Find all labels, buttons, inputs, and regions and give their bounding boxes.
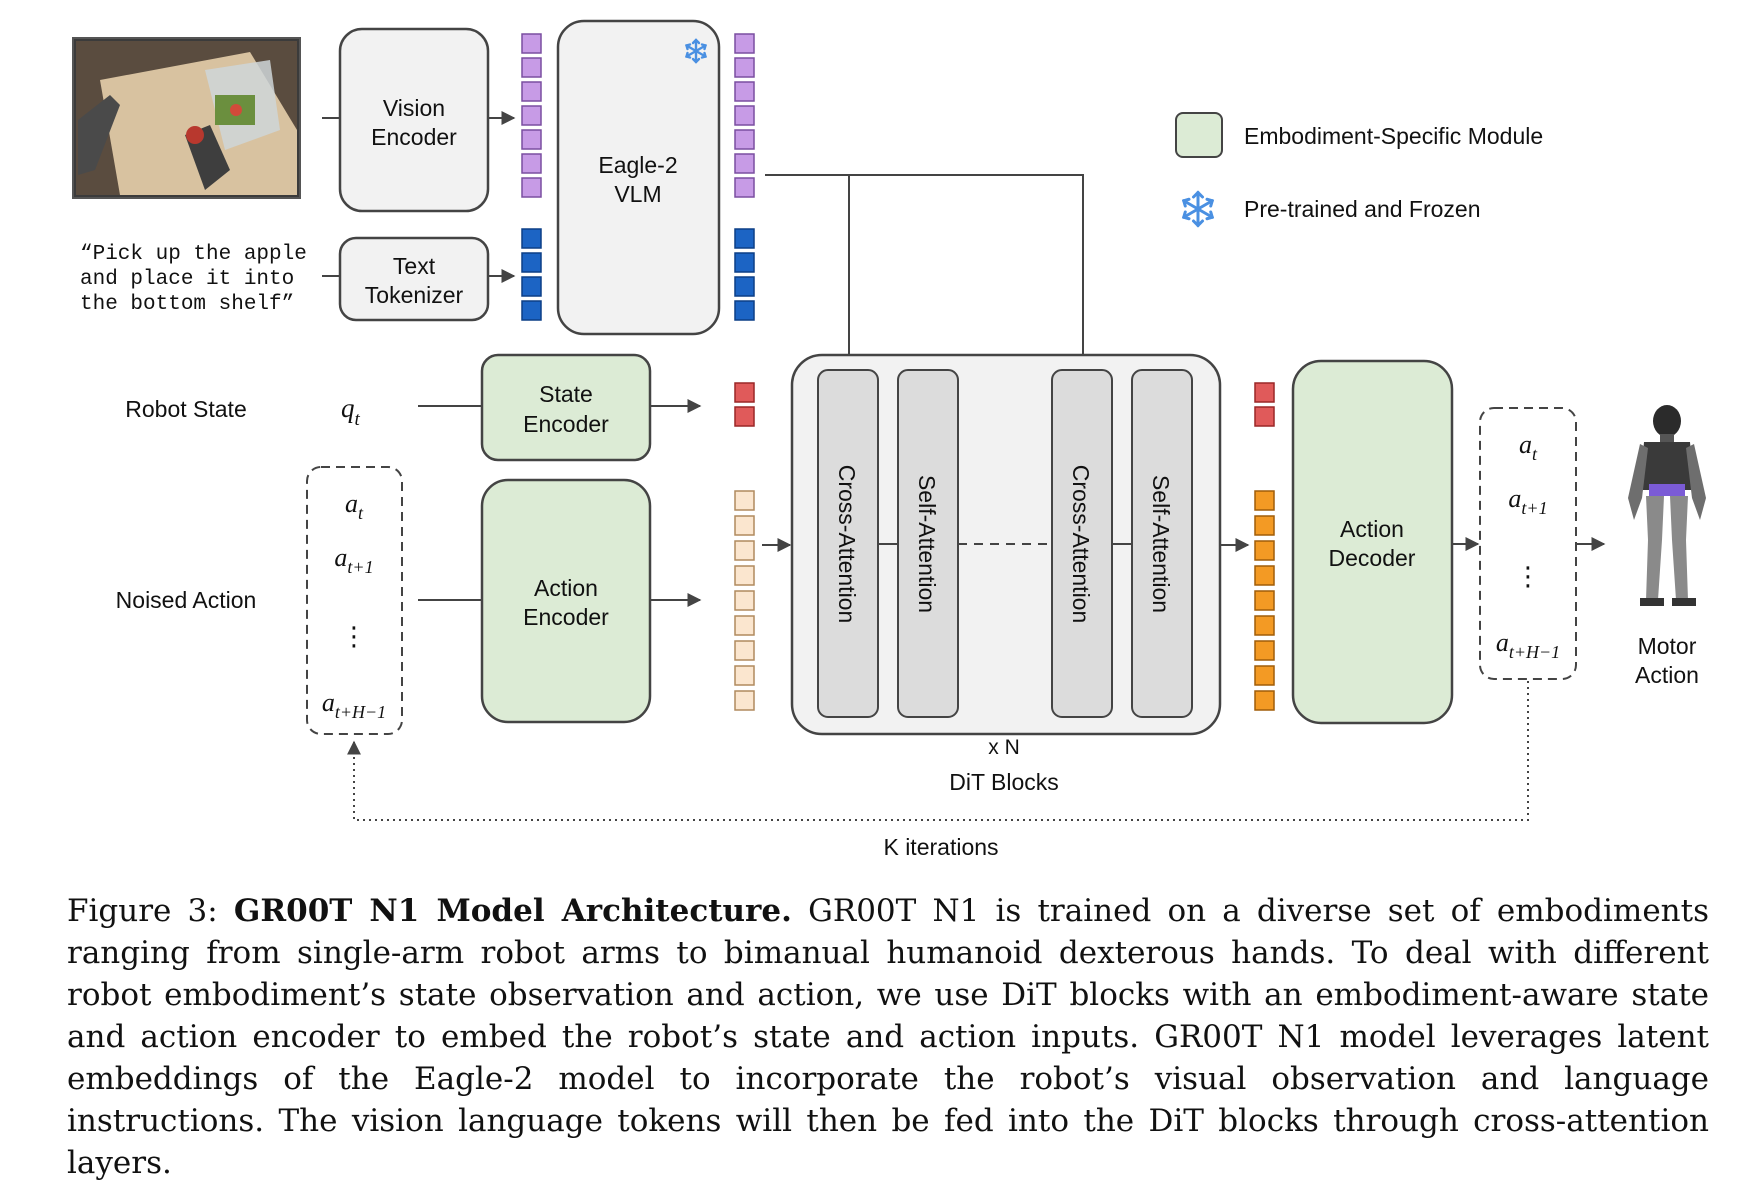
text-tokenizer-label-1: Text	[393, 253, 436, 279]
humanoid-robot-image	[1628, 405, 1706, 606]
action-output-tokens	[1254, 490, 1275, 711]
self-attention-label: Self-Attention	[914, 475, 940, 613]
ellipsis: ⋮	[1515, 561, 1541, 591]
language-instruction: “Pick up the apple and place it into the…	[80, 243, 307, 316]
self-attention-block-1: Self-Attention	[897, 369, 959, 718]
state-encoder-label-1: State	[539, 381, 593, 407]
cross-attention-block-1: Cross-Attention	[817, 369, 879, 718]
dit-title: DiT Blocks	[949, 769, 1059, 795]
instruction-line-1: “Pick up the apple	[80, 243, 307, 266]
self-attention-label: Self-Attention	[1148, 475, 1174, 613]
vision-tokens-in	[521, 33, 542, 198]
action-token-label: at+1	[334, 543, 373, 577]
state-output-tokens	[1254, 382, 1275, 427]
ellipsis: ⋮	[341, 621, 367, 651]
text-tokenizer-label-2: Tokenizer	[365, 282, 464, 308]
vlm-label-2: VLM	[614, 181, 661, 207]
predicted-action-sequence: at at+1 ⋮ at+H−1	[1479, 407, 1577, 680]
action-token-label: at+1	[1508, 484, 1547, 518]
caption-body: GR00T N1 is trained on a diverse set of …	[67, 893, 1709, 1181]
vision-encoder-module: Vision Encoder	[338, 27, 490, 213]
k-iterations-label: K iterations	[883, 834, 998, 860]
snowflake-icon	[1182, 191, 1214, 227]
caption-title: GR00T N1 Model Architecture.	[233, 893, 792, 929]
action-decoder-module: Action Decoder	[1291, 359, 1454, 725]
vision-encoder-label-2: Encoder	[371, 124, 457, 150]
motor-action-label-1: Motor	[1638, 633, 1697, 659]
camera-observation-image	[72, 37, 301, 199]
noised-action-sequence: at at+1 ⋮ at+H−1	[306, 466, 403, 735]
text-tokenizer-module: Text Tokenizer	[338, 236, 490, 322]
cross-attention-block-2: Cross-Attention	[1051, 369, 1113, 718]
robot-state-symbol: qt	[341, 393, 361, 430]
noised-action-tokens	[734, 490, 755, 711]
repeat-count-label: x N	[988, 736, 1020, 759]
action-token-label: at+H−1	[322, 688, 386, 722]
legend: Embodiment-Specific Module Pre-trained a…	[1175, 112, 1543, 227]
vision-encoder-label-1: Vision	[383, 95, 445, 121]
k-iterations-loop	[353, 681, 1529, 821]
state-encoder-module: State Encoder	[480, 353, 652, 462]
action-decoder-label-2: Decoder	[1329, 545, 1416, 571]
text-tokens-out	[734, 228, 755, 321]
action-decoder-label-1: Action	[1340, 516, 1404, 542]
vlm-label-1: Eagle-2	[598, 152, 677, 178]
self-attention-block-2: Self-Attention	[1131, 369, 1193, 718]
action-encoder-label-1: Action	[534, 575, 598, 601]
caption-prefix: Figure 3:	[67, 893, 234, 929]
vision-tokens-out	[734, 33, 755, 198]
text-tokens-in	[521, 228, 542, 321]
vlm-embedding-routing	[765, 174, 1084, 370]
state-encoder-label-2: Encoder	[523, 411, 609, 437]
action-token-label: at	[345, 489, 364, 523]
cross-attention-label: Cross-Attention	[1068, 465, 1094, 624]
instruction-line-3: the bottom shelf”	[80, 293, 294, 316]
figure-caption: Figure 3: GR00T N1 Model Architecture. G…	[67, 890, 1709, 1184]
noised-action-label: Noised Action	[116, 587, 257, 613]
motor-action-label-2: Action	[1635, 662, 1699, 688]
action-token-label: at+H−1	[1496, 628, 1560, 662]
eagle-vlm-module: Eagle-2 VLM	[556, 19, 721, 336]
action-token-label: at	[1519, 430, 1538, 464]
state-tokens	[734, 382, 755, 427]
legend-embodiment-label: Embodiment-Specific Module	[1244, 123, 1543, 149]
green-square-icon	[1175, 112, 1223, 158]
action-encoder-module: Action Encoder	[480, 478, 652, 724]
action-encoder-label-2: Encoder	[523, 604, 609, 630]
dit-blocks: Cross-Attention Self-Attention Cross-Att…	[790, 353, 1222, 795]
legend-frozen-label: Pre-trained and Frozen	[1244, 196, 1481, 222]
robot-state-label: Robot State	[125, 396, 246, 422]
instruction-line-2: and place it into	[80, 268, 294, 291]
cross-attention-label: Cross-Attention	[834, 465, 860, 624]
